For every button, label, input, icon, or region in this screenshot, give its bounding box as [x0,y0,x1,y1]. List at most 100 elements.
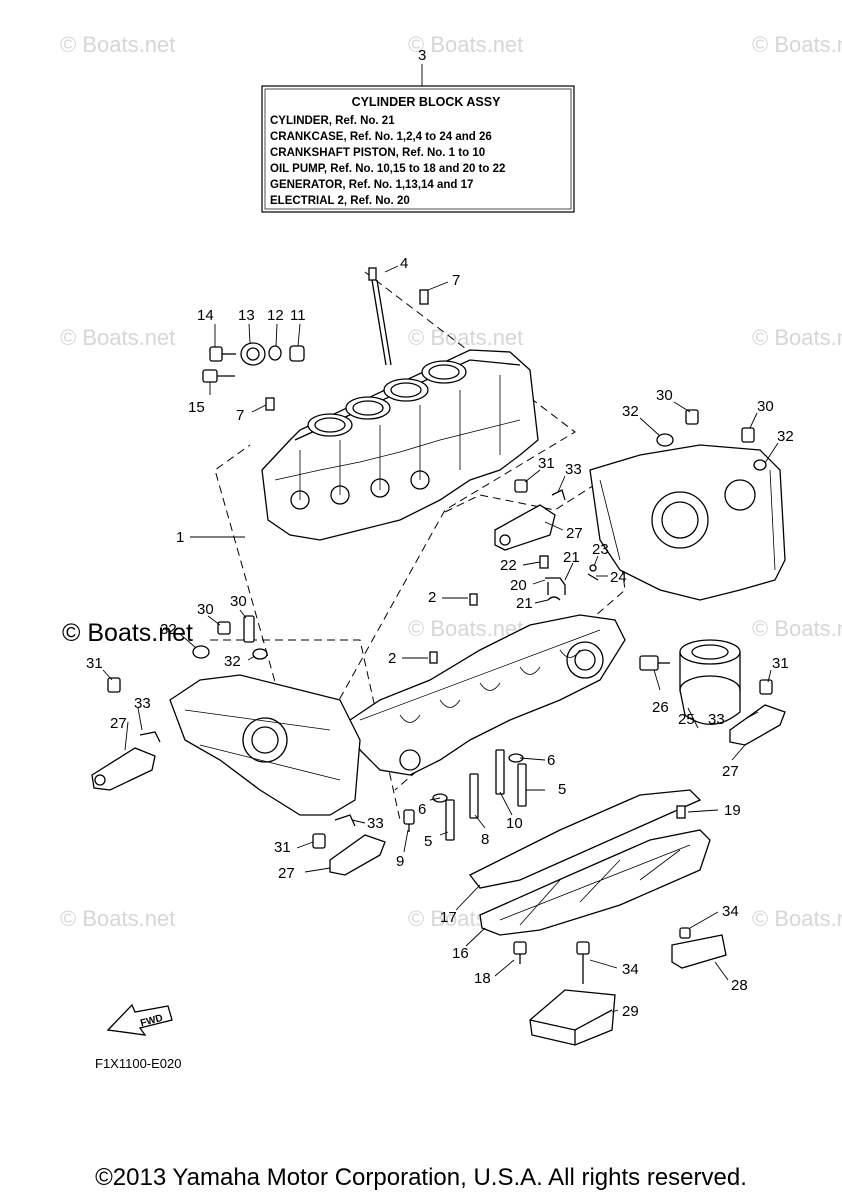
callout-26: 26 [652,699,669,716]
box-line: CRANKCASE, Ref. No. 1,2,4 to 24 and 26 [270,131,492,143]
callout-30: 30 [757,398,774,415]
group-outlines [210,271,626,821]
part-16-oil-pan [479,829,711,936]
watermark: © Boats.net [752,325,842,350]
bolts-5-10 [403,749,527,841]
part-29-block [529,941,616,1046]
callout-30: 30 [197,601,214,618]
callout-24: 24 [610,569,627,586]
callout-32: 32 [622,403,639,420]
fwd-arrow-icon: FWD [106,1003,173,1036]
callout-5: 5 [424,833,432,850]
callout-18: 18 [474,970,491,987]
callout-16: 16 [452,945,469,962]
callout-20: 20 [510,577,527,594]
box-line: CYLINDER, Ref. No. 21 [270,115,395,127]
box-line: ELECTRIAL 2, Ref. No. 20 [270,195,410,207]
assembly-info-box: 3 CYLINDER BLOCK ASSY CYLINDER, Ref. No.… [261,47,575,213]
leader-lines [102,265,779,1013]
callout-17: 17 [440,909,457,926]
part-27-mount-upper [494,479,566,551]
callout-14: 14 [197,307,214,324]
callout-21: 21 [563,549,580,566]
watermark: © Boats.net [408,32,523,57]
callout-27: 27 [278,865,295,882]
part-17-gasket [469,789,702,889]
left-cover [169,615,361,816]
callout-1: 1 [176,529,184,546]
callout-28: 28 [731,977,748,994]
callout-30: 30 [656,387,673,404]
watermark: © Boats.net [752,616,842,641]
part-25-oil-filter [679,639,741,725]
callout-31: 31 [274,839,291,856]
part-7-dowel [419,289,429,305]
part-18-bolt [513,941,527,964]
callout-27: 27 [722,763,739,780]
callout-30: 30 [230,593,247,610]
watermark: © Boats.net [60,32,175,57]
part-19-dowel [676,805,686,819]
callout-33: 33 [134,695,151,712]
callout-7: 7 [236,407,244,424]
part-28-cover [671,927,727,969]
right-cover [589,409,786,601]
callout-22: 22 [500,557,517,574]
callout-23: 23 [592,541,609,558]
box-line: CRANKSHAFT PISTON, Ref. No. 1 to 10 [270,147,485,159]
callout-31: 31 [772,655,789,672]
watermark: © Boats.net [408,616,523,641]
callout-4: 4 [400,255,408,272]
callout-34: 34 [622,961,639,978]
watermark: © Boats.net [60,325,175,350]
watermark-dark: © Boats.net [62,619,193,647]
box-line: OIL PUMP, Ref. No. 10,15 to 18 and 20 to… [270,163,505,175]
copyright-notice: ©2013 Yamaha Motor Corporation, U.S.A. A… [95,1164,747,1191]
box-line: GENERATOR, Ref. No. 1,13,14 and 17 [270,179,473,191]
box-title: CYLINDER BLOCK ASSY [352,95,502,109]
callout-3: 3 [418,47,426,64]
callout-10: 10 [506,815,523,832]
callout-32: 32 [224,653,241,670]
part-2-dowels [429,593,478,664]
callout-19: 19 [724,802,741,819]
callout-21: 21 [516,595,533,612]
watermark: © Boats.net [408,325,523,350]
callout-2: 2 [428,589,436,606]
callout-13: 13 [238,307,255,324]
callout-7: 7 [452,272,460,289]
callout-8: 8 [481,831,489,848]
callout-9: 9 [396,853,404,870]
figure-code: F1X1100-E020 [95,1056,182,1071]
callout-34: 34 [722,903,739,920]
part-lower-crankcase [349,614,626,776]
callout-32: 32 [160,621,177,638]
callout-29: 29 [622,1003,639,1020]
part-27-mount-right [729,679,786,746]
callout-25: 25 [678,711,695,728]
callout-11: 11 [290,307,306,324]
callout-5: 5 [558,781,566,798]
part-4-stud [368,267,392,366]
callout-33: 33 [367,815,384,832]
callout-33: 33 [565,461,582,478]
callout-12: 12 [267,307,284,324]
watermark: © Boats.net [752,32,842,57]
callout-6: 6 [418,801,426,818]
watermarks: © Boats.net © Boats.net © Boats.net © Bo… [60,32,842,931]
part-27-mount-bottom [312,814,386,876]
callout-27: 27 [110,715,127,732]
callout-31: 31 [538,455,555,472]
part-1-crankcase-upper [261,349,539,541]
part-27-mount-left [91,677,161,791]
parts-20-24 [539,555,599,601]
callout-33: 33 [708,711,725,728]
callouts: 4 7 14 13 12 11 15 7 1 30 32 30 32 31 33… [86,255,794,1020]
callout-32: 32 [777,428,794,445]
watermark: © Boats.net [60,906,175,931]
callout-15: 15 [188,399,205,416]
part-26-union-bolt [639,655,670,671]
callout-27: 27 [566,525,583,542]
watermark: © Boats.net [752,906,842,931]
